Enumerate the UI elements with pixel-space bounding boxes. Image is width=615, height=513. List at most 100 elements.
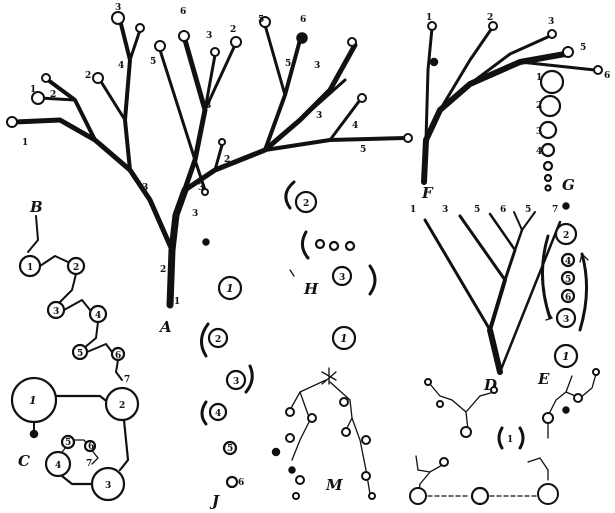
column-g-ring — [542, 160, 554, 172]
tree-a-branch — [46, 78, 97, 142]
tree-f-branch — [468, 34, 552, 86]
ring-c-number: 4 — [55, 461, 61, 471]
ring-c-small-ring — [83, 439, 97, 453]
cluster-network-bud — [424, 378, 432, 386]
cluster-j-number: 3 — [233, 377, 239, 387]
cluster-m-bud — [339, 397, 349, 407]
panel-label-f: F — [421, 184, 434, 202]
column-g-number: 3 — [536, 127, 542, 137]
column-g-ring — [543, 173, 553, 183]
ring-c-number: 2 — [119, 401, 125, 411]
bud — [154, 40, 166, 52]
cluster-m: M — [271, 367, 376, 500]
panel-label-e: E — [537, 370, 550, 388]
bud — [31, 91, 45, 105]
chain-b-link — [83, 321, 99, 349]
tree-d-number: 5 — [474, 205, 480, 215]
ring-c-ring — [104, 386, 140, 422]
cluster-network-bud — [409, 487, 427, 505]
cluster-h-arc — [284, 180, 296, 210]
column-g-ring — [544, 184, 552, 192]
chain-b-link — [39, 255, 69, 267]
cluster-j-cell — [225, 369, 247, 391]
tree-f-bud — [593, 65, 603, 75]
cluster-network: 1 — [409, 368, 600, 506]
bud — [259, 16, 271, 28]
cluster-m-bud — [341, 427, 351, 437]
tree-a-number: 4 — [118, 61, 124, 71]
panel-label-b: B — [29, 198, 43, 216]
column-g-number: 2 — [536, 101, 542, 111]
tree-d-number: 6 — [500, 205, 506, 215]
ring-e-cell — [560, 252, 576, 268]
chain-b-number: 2 — [73, 263, 79, 273]
ring-c-number: 7 — [86, 459, 92, 469]
tree-a-number: 2 — [230, 25, 236, 35]
tree-f-bud — [547, 29, 557, 39]
tree-a-branch — [128, 28, 142, 62]
ring-e-arrowhead — [545, 311, 554, 321]
tree-a-number: 3 — [198, 183, 204, 193]
cluster-h-mark — [289, 269, 295, 277]
tree-d-branch — [513, 211, 536, 231]
tree-a-number: 1 — [174, 297, 180, 307]
bud — [403, 133, 413, 143]
tree-d-branch — [488, 212, 517, 252]
cluster-network-bud — [460, 426, 472, 438]
cluster-j-cell — [225, 475, 239, 489]
tree-a-branch — [298, 78, 347, 122]
tree-d-trunk — [487, 327, 503, 375]
cluster-j-number: 5 — [227, 444, 233, 454]
panel-label-a: A — [158, 318, 172, 336]
tree-a-branch — [203, 43, 237, 112]
tree-a-number: 2 — [85, 71, 91, 81]
tree-a-number: 5 — [150, 57, 156, 67]
tree-f-branch — [438, 26, 494, 112]
cluster-j-number: 1 — [226, 282, 234, 295]
bud — [135, 23, 145, 33]
panel-label-c: C — [18, 452, 30, 470]
ring-c-link — [54, 394, 112, 406]
tree-a-branch — [118, 18, 132, 172]
bud — [201, 188, 209, 196]
chain-b-number: 7 — [124, 375, 130, 385]
tree-a-number: 5 — [258, 15, 264, 25]
tree-a-number: 2 — [50, 90, 56, 100]
column-g-ring — [538, 120, 558, 140]
ring-e-arrowhead — [579, 252, 589, 263]
tree-a-number: 3 — [206, 31, 212, 41]
column-g-ring — [538, 94, 562, 118]
tree-d-dot — [562, 202, 570, 210]
panel-label-g: G — [562, 176, 575, 194]
cluster-network-arc — [518, 426, 525, 450]
cluster-j: 1 2 3 4 5 6 J — [200, 275, 254, 510]
cluster-h-arc — [368, 264, 377, 296]
column-g-number: 4 — [536, 147, 542, 157]
bud — [41, 73, 51, 83]
chain-b-link — [63, 299, 91, 311]
chain-b-number: 5 — [77, 349, 83, 359]
tree-a-branch — [213, 143, 224, 172]
tree-a-number: 5 — [360, 145, 366, 155]
cluster-network-branch — [429, 383, 495, 431]
cluster-network-bud — [490, 386, 498, 394]
tree-d-branch — [503, 248, 517, 282]
tree-a-number: 3 — [192, 209, 198, 219]
ring-e-number: 4 — [565, 257, 571, 267]
cluster-j-cell — [217, 275, 243, 301]
ring-c: 1 2 3 4 5 6 7 C — [10, 376, 140, 502]
tree-a-number: 4 — [352, 121, 358, 131]
tree-a-left-limb — [12, 117, 175, 253]
bud — [230, 36, 242, 48]
tree-a-branch — [193, 158, 207, 192]
tree-f-bud — [488, 21, 498, 31]
tree-a-branch — [38, 96, 77, 102]
cluster-h-cell — [344, 240, 356, 252]
bud — [178, 30, 190, 42]
cluster-j-number: 2 — [215, 335, 221, 345]
panel-label-j: J — [209, 492, 220, 510]
ring-e-right-arc — [578, 252, 589, 332]
ring-c-link — [60, 474, 94, 486]
